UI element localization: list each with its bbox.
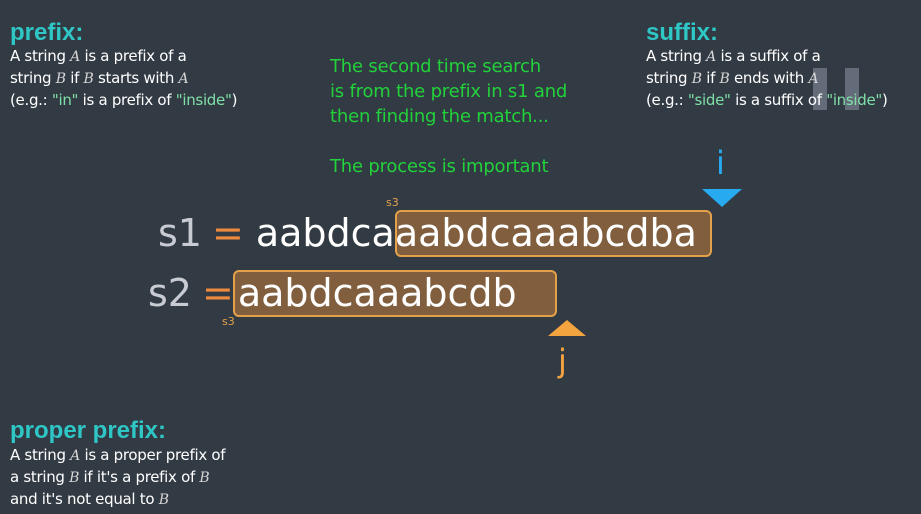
- prefix-line-1: A string A is a prefix of a: [10, 46, 237, 68]
- prefix-heading: prefix:: [10, 19, 84, 46]
- proper-prefix-line-1: A string A is a proper prefix of: [10, 445, 226, 467]
- var: B: [719, 71, 730, 87]
- equals-sign: =: [211, 211, 244, 255]
- text: is a proper prefix of: [79, 446, 226, 464]
- var: B: [199, 470, 210, 486]
- equals-sign: =: [201, 271, 234, 315]
- s3-tag: s3: [222, 315, 235, 328]
- s1-suffix-chars: a: [673, 211, 697, 255]
- text: and it's not equal to: [10, 490, 159, 508]
- example-string: "side": [687, 91, 731, 109]
- text: (e.g.:: [10, 91, 52, 109]
- down-triangle-icon: [702, 189, 742, 207]
- s1-prefix-chars: aabdca: [255, 211, 395, 255]
- s2-row: s2=aabdcaaabcdb: [148, 271, 517, 315]
- s1-label: s1: [158, 211, 202, 255]
- text: if: [701, 69, 720, 87]
- j-pointer-label: j: [558, 342, 567, 380]
- var: B: [691, 71, 702, 87]
- text: (e.g.:: [646, 91, 688, 109]
- text: if: [65, 69, 84, 87]
- var: A: [70, 49, 80, 65]
- text: ends with: [729, 69, 809, 87]
- text: string: [10, 69, 56, 87]
- suffix-definition: A string A is a suffix of a string B if …: [646, 46, 888, 111]
- proper-prefix-line-2: a string B if it's a prefix of B: [10, 467, 225, 489]
- suffix-line-1: A string A is a suffix of a: [646, 46, 888, 68]
- var: A: [70, 448, 80, 464]
- var: B: [158, 492, 169, 508]
- ghost-overlay: [813, 68, 827, 110]
- s1-match-highlight: [395, 210, 712, 257]
- prefix-line-3: (e.g.: "in" is a prefix of "inside"): [10, 90, 237, 111]
- s1-match-chars: aabdcaaabcdb: [394, 211, 674, 255]
- s1-row: s1=aabdcaaabdcaaabcdba: [158, 211, 697, 255]
- text: a string: [10, 468, 70, 486]
- var: A: [706, 49, 716, 65]
- proper-prefix-definition: A string A is a proper prefix of a strin…: [10, 445, 226, 511]
- note-line: The process is important: [330, 156, 549, 177]
- var: B: [69, 470, 80, 486]
- text: is a prefix of a: [79, 47, 187, 65]
- note-line: The second time search: [330, 56, 541, 77]
- text: ): [882, 91, 888, 109]
- example-string: "inside": [826, 91, 883, 109]
- proper-prefix-line-3: and it's not equal to B: [10, 489, 225, 511]
- text: A string: [10, 47, 71, 65]
- s2-match-highlight: [233, 270, 557, 317]
- text: ): [231, 91, 238, 109]
- suffix-heading: suffix:: [646, 19, 718, 46]
- var: A: [808, 71, 819, 87]
- text: is a prefix of: [78, 91, 176, 109]
- suffix-line-3: (e.g.: "side" is a suffix of "inside"): [646, 90, 888, 111]
- s3-tag: s3: [386, 196, 399, 209]
- example-string: "in": [51, 91, 79, 109]
- note-line: [330, 129, 567, 154]
- text: starts with: [93, 69, 179, 87]
- text: string: [646, 69, 692, 87]
- example-string: "inside": [175, 91, 232, 109]
- i-pointer-label: i: [716, 144, 725, 182]
- ghost-overlay: [845, 68, 859, 110]
- text: A string: [646, 47, 707, 65]
- note-line: is from the prefix in s1 and: [330, 81, 568, 102]
- text: if it's a prefix of: [79, 468, 200, 486]
- up-triangle-icon: [548, 320, 586, 336]
- var: B: [83, 71, 94, 87]
- text: is a suffix of a: [715, 47, 821, 65]
- proper-prefix-heading: proper prefix:: [10, 417, 167, 444]
- text: is a suffix of: [730, 91, 827, 109]
- prefix-line-2: string B if B starts with A: [10, 68, 237, 90]
- text: A string: [10, 446, 71, 464]
- s2-label: s2: [148, 271, 192, 315]
- var: A: [178, 71, 189, 87]
- note-line: then finding the match...: [330, 106, 549, 127]
- s2-match-chars: aabdcaaabcdb: [237, 271, 517, 315]
- suffix-line-2: string B if B ends with A: [646, 68, 888, 90]
- var: B: [55, 71, 66, 87]
- prefix-definition: A string A is a prefix of a string B if …: [10, 46, 237, 111]
- annotation-note: The second time search is from the prefi…: [330, 54, 567, 179]
